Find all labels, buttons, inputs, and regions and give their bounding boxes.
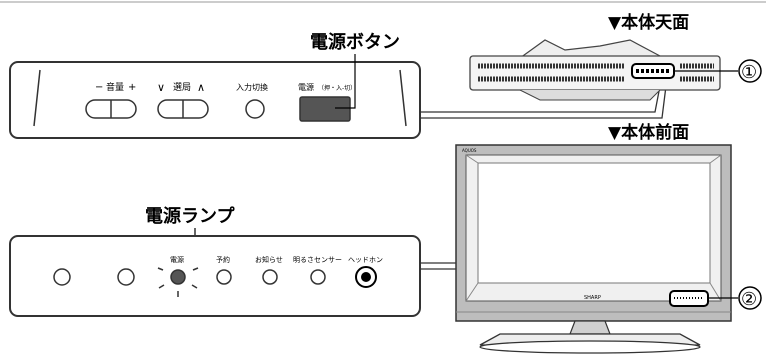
brightness-sensor-label: 明るさセンサー bbox=[293, 256, 342, 264]
tv-stand-neck bbox=[569, 320, 611, 335]
stand-top bbox=[518, 39, 661, 59]
top-panel-connector-2 bbox=[420, 85, 667, 119]
front-indicator-panel: 電源 予約 お知らせ 明るさセンサー ヘッドホン bbox=[9, 235, 421, 317]
tv-brand-bottom: SHARP bbox=[584, 295, 601, 301]
power-lamp-callout: 電源ランプ bbox=[145, 205, 235, 227]
top-control-panel: − 音量 + ∨ 選局 ∧ 入力切換 電源 （押・入-切） bbox=[9, 61, 421, 139]
top-panel-frame bbox=[9, 61, 421, 139]
top-power-note: （押・入-切） bbox=[318, 84, 356, 92]
volume-plus-label: + bbox=[128, 82, 136, 93]
channel-down-label: ∨ bbox=[157, 81, 165, 94]
brightness-sensor bbox=[310, 269, 326, 285]
power-lamp-glow bbox=[157, 267, 199, 297]
marker-2: ② bbox=[741, 289, 757, 310]
front-power-label: 電源 bbox=[170, 255, 184, 264]
tv-stand-foot bbox=[479, 340, 701, 354]
front-view-heading: ▼本体前面 bbox=[608, 122, 689, 143]
notice-label: お知らせ bbox=[255, 255, 283, 264]
notice-lamp bbox=[262, 269, 278, 285]
marker-1-ring bbox=[738, 59, 762, 83]
channel-up-label: ∧ bbox=[197, 81, 205, 94]
volume-minus-label: − bbox=[95, 82, 103, 93]
power-button[interactable] bbox=[299, 96, 351, 122]
volume-label: 音量 bbox=[106, 81, 124, 93]
tv-brand-small: AQUOS bbox=[462, 148, 477, 153]
headphone-label: ヘッドホン bbox=[348, 256, 383, 264]
tv-top-view bbox=[469, 39, 738, 101]
channel-label: 選局 bbox=[173, 82, 191, 93]
top-panel-bevel bbox=[33, 69, 407, 127]
front-indicator-2 bbox=[117, 268, 135, 286]
marker-2-ring bbox=[738, 286, 762, 310]
screen-bevel-lines bbox=[465, 154, 722, 302]
power-button-leader bbox=[335, 54, 356, 109]
reserve-label: 予約 bbox=[216, 255, 230, 264]
tv-top-body bbox=[469, 55, 721, 91]
power-button-callout: 電源ボタン bbox=[310, 31, 400, 53]
stand-neck-top bbox=[519, 89, 661, 101]
headphone-jack-hole bbox=[361, 272, 371, 282]
input-label: 入力切換 bbox=[236, 82, 268, 92]
tv-screen bbox=[477, 162, 711, 284]
top-panel-connector bbox=[420, 85, 661, 113]
top-view-heading: ▼本体天面 bbox=[608, 12, 689, 33]
tv-front-view: AQUOS SHARP bbox=[455, 144, 738, 354]
marker-1: ① bbox=[741, 62, 757, 83]
top-power-label: 電源 bbox=[298, 83, 314, 92]
reserve-lamp bbox=[216, 269, 232, 285]
power-lamp bbox=[170, 269, 186, 285]
front-indicator-1 bbox=[53, 268, 71, 286]
front-panel-frame bbox=[9, 235, 421, 317]
input-button[interactable] bbox=[245, 99, 265, 119]
